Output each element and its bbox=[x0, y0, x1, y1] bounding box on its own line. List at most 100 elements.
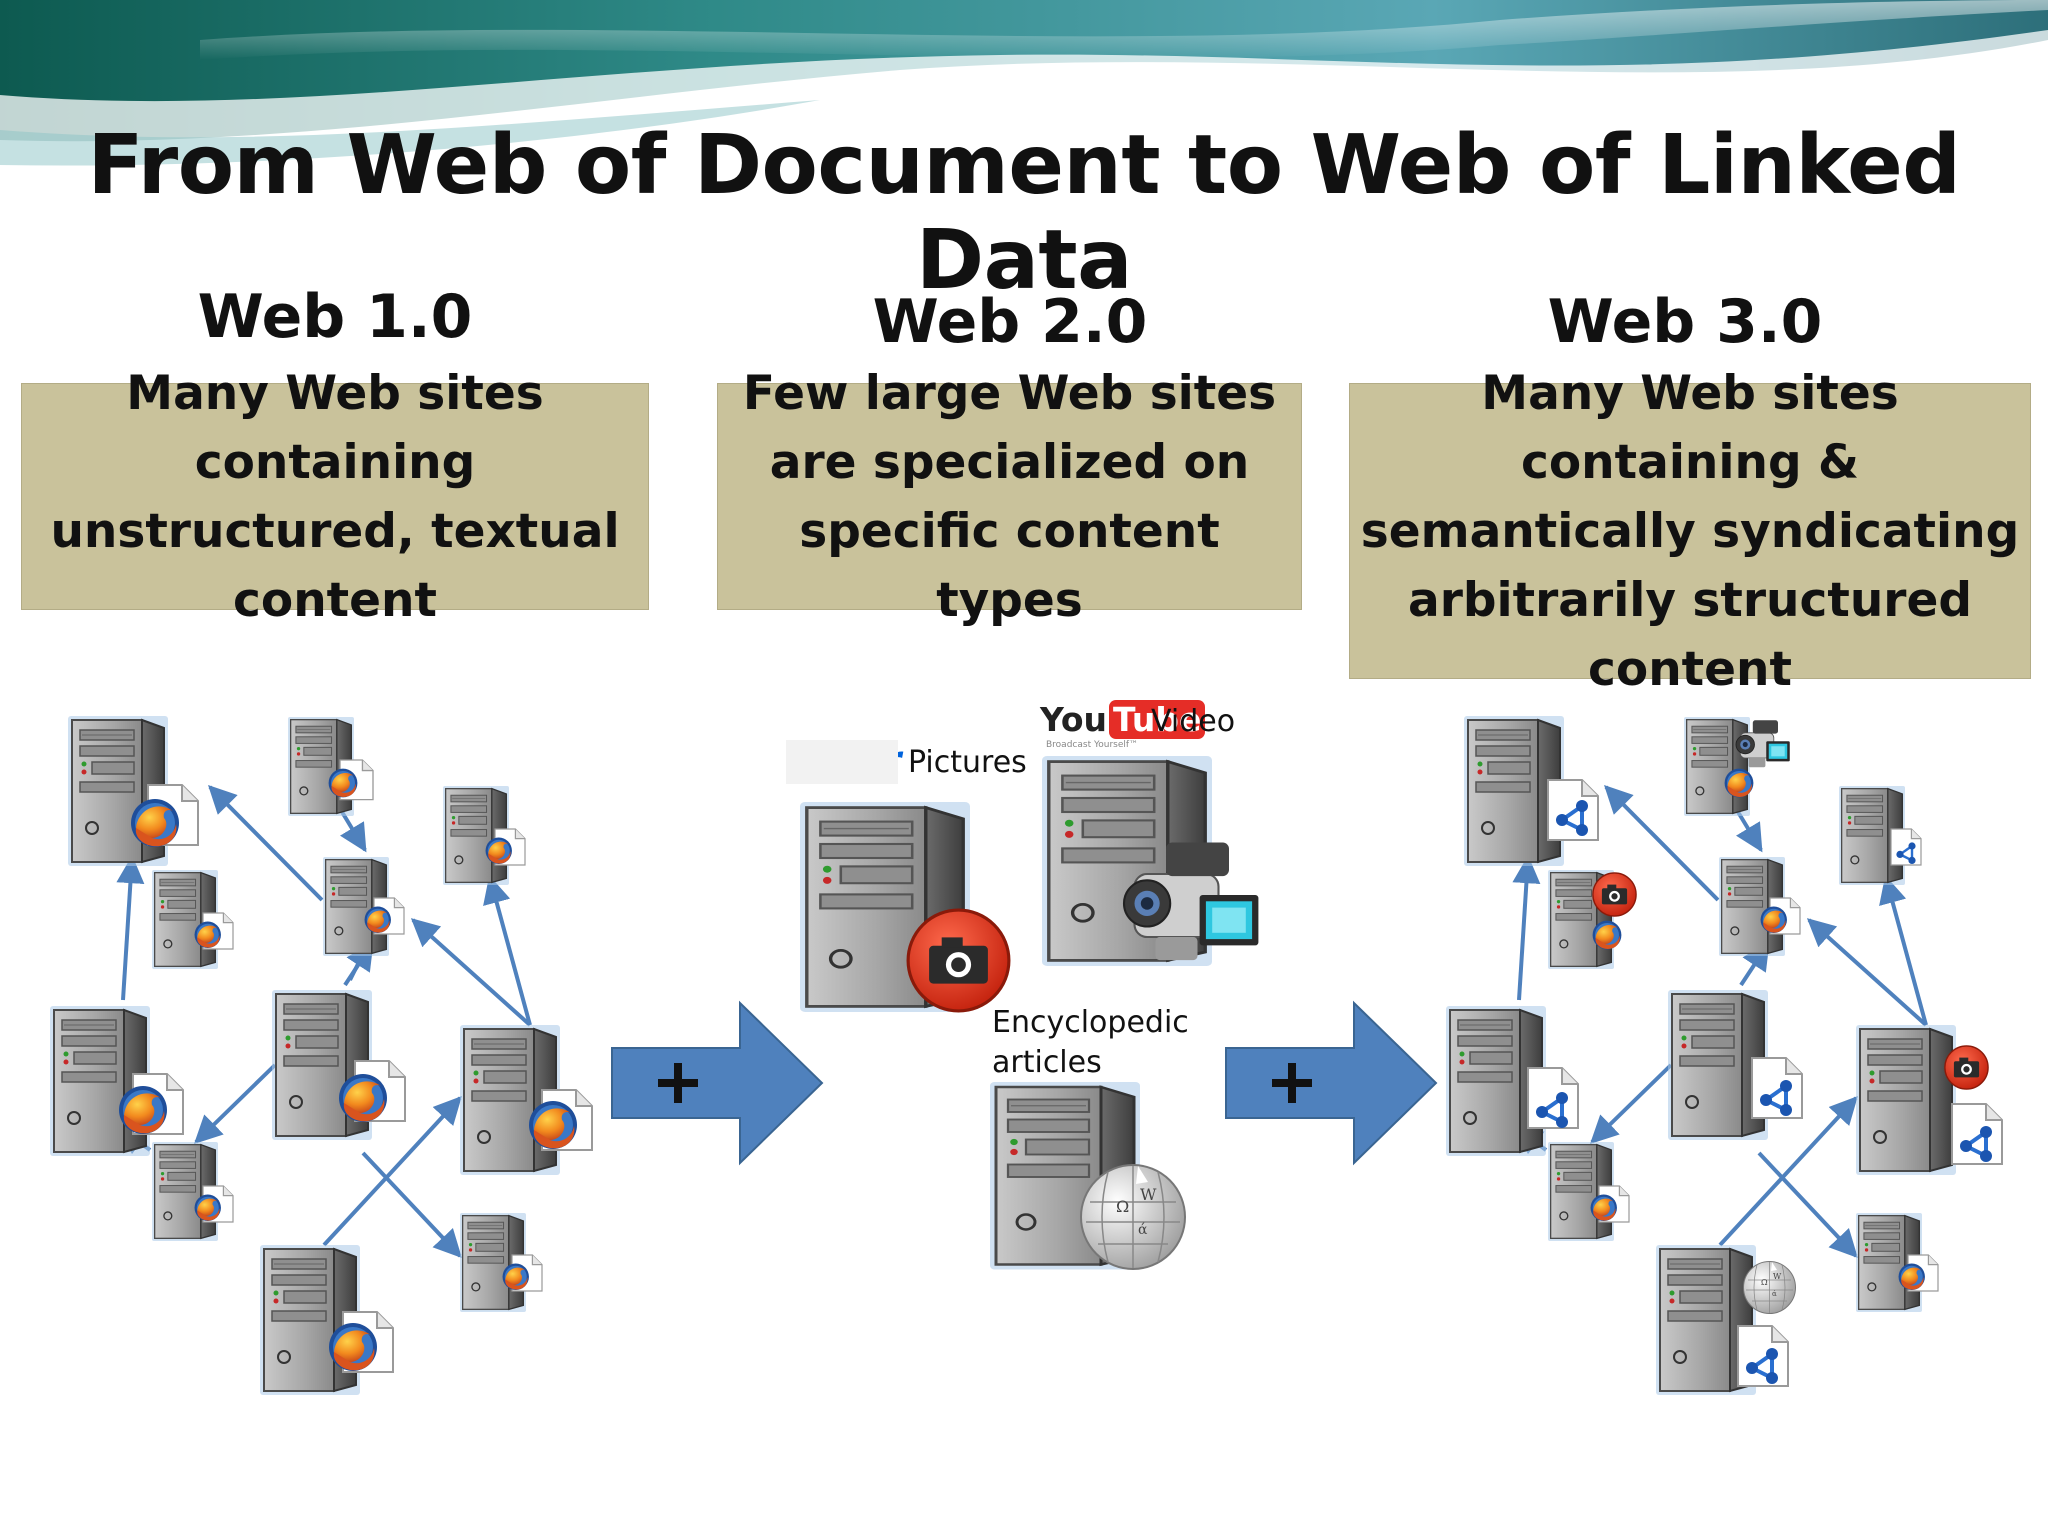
firefox-icon bbox=[339, 1074, 387, 1122]
heading-web-3: Web 3.0 bbox=[1547, 287, 1823, 357]
document-icon bbox=[1547, 779, 1599, 841]
firefox-icon bbox=[119, 1086, 167, 1134]
firefox-icon bbox=[1590, 1194, 1617, 1221]
document-icon bbox=[511, 1254, 543, 1292]
web-2-description-box: Few large Web sites are specialized on s… bbox=[717, 366, 1302, 628]
document-icon bbox=[1737, 1325, 1789, 1387]
pictures-label: Pictures bbox=[908, 745, 1027, 780]
firefox-icon bbox=[364, 906, 391, 933]
camera-icon bbox=[1944, 1045, 1989, 1090]
wikipedia-globe-icon bbox=[1080, 1164, 1186, 1270]
arrow-web1-to-web2 bbox=[611, 1002, 823, 1164]
document-icon bbox=[339, 759, 374, 801]
server-icon bbox=[49, 1005, 151, 1157]
document-icon bbox=[1598, 1185, 1630, 1223]
web-3-links bbox=[1512, 785, 1928, 1259]
rdf-graph-icon bbox=[1554, 798, 1590, 838]
document-icon bbox=[354, 1060, 406, 1122]
firefox-icon bbox=[328, 768, 358, 798]
server-icon bbox=[798, 800, 972, 1014]
firefox-icon bbox=[1592, 920, 1622, 950]
document-icon bbox=[373, 897, 405, 935]
document-icon bbox=[202, 1185, 234, 1223]
youtube-logo-you: You bbox=[1040, 700, 1108, 739]
server-icon bbox=[151, 1141, 219, 1242]
rdf-graph-icon bbox=[1744, 1346, 1780, 1386]
firefox-icon bbox=[1724, 768, 1754, 798]
firefox-icon bbox=[485, 837, 512, 864]
server-icon bbox=[1683, 716, 1751, 817]
server-icon bbox=[459, 1212, 527, 1313]
document-icon bbox=[1951, 1103, 2003, 1165]
document-icon bbox=[202, 912, 234, 950]
server-icon bbox=[1463, 715, 1565, 867]
video-label: Video bbox=[1151, 704, 1236, 739]
web-2-description: Few large Web sites are specialized on s… bbox=[742, 365, 1277, 628]
document-icon bbox=[1890, 828, 1922, 866]
server-icon bbox=[151, 869, 219, 970]
server-icon bbox=[271, 989, 373, 1141]
rdf-graph-icon bbox=[1758, 1078, 1794, 1118]
web-1-description: Many Web sites containing unstructured, … bbox=[50, 365, 620, 628]
heading-web-2: Web 2.0 bbox=[872, 287, 1148, 357]
document-icon bbox=[147, 784, 199, 846]
server-icon bbox=[322, 856, 390, 957]
web-3-network bbox=[1445, 715, 2003, 1396]
firefox-icon bbox=[194, 921, 221, 948]
server-icon bbox=[1547, 1141, 1615, 1242]
server-icon bbox=[1838, 785, 1906, 886]
document-icon bbox=[494, 828, 526, 866]
firefox-icon bbox=[329, 1323, 377, 1371]
document-icon bbox=[1907, 1254, 1939, 1292]
flickr-logo-text: flickr bbox=[786, 738, 902, 784]
server-icon bbox=[1445, 1005, 1547, 1157]
document-icon bbox=[342, 1311, 394, 1373]
firefox-icon bbox=[131, 799, 179, 847]
server-icon bbox=[1855, 1024, 1957, 1176]
youtube-tagline: Broadcast Yourself™ bbox=[1046, 740, 1139, 750]
heading-web-1: Web 1.0 bbox=[197, 282, 473, 352]
arrow-web2-to-web3 bbox=[1225, 1002, 1437, 1164]
firefox-icon bbox=[529, 1101, 577, 1149]
web-1-description-box: Many Web sites containing unstructured, … bbox=[21, 366, 649, 628]
document-icon bbox=[132, 1073, 184, 1135]
camera-icon bbox=[1592, 872, 1637, 917]
rdf-graph-icon bbox=[1895, 841, 1917, 866]
server-icon bbox=[442, 785, 510, 886]
rdf-graph-icon bbox=[1958, 1124, 1994, 1164]
video-camera-icon bbox=[1122, 841, 1260, 962]
document-icon bbox=[541, 1089, 593, 1151]
server-icon bbox=[287, 716, 355, 817]
wikipedia-globe-icon bbox=[1743, 1261, 1796, 1314]
firefox-icon bbox=[1760, 906, 1787, 933]
server-icon bbox=[67, 715, 169, 867]
server-icon bbox=[259, 1244, 361, 1396]
server-icon bbox=[988, 1080, 1142, 1271]
firefox-icon bbox=[502, 1263, 529, 1290]
document-icon bbox=[1769, 897, 1801, 935]
server-icon bbox=[459, 1024, 561, 1176]
server-icon bbox=[1718, 856, 1786, 957]
document-icon bbox=[1751, 1057, 1803, 1119]
header-swoosh-banner bbox=[0, 0, 2048, 166]
web-1-network bbox=[49, 715, 593, 1396]
server-icon bbox=[1040, 754, 1214, 968]
encyclopedic-articles-label: Encyclopedic articles bbox=[992, 1005, 1189, 1080]
slide-title: From Web of Document to Web of Linked Da… bbox=[87, 118, 1961, 308]
server-icon bbox=[1667, 989, 1769, 1141]
web-3-description: Many Web sites containing & semantically… bbox=[1360, 365, 2020, 697]
firefox-icon bbox=[1898, 1263, 1925, 1290]
server-icon bbox=[1855, 1212, 1923, 1313]
web-1-links bbox=[116, 785, 532, 1259]
rdf-graph-icon bbox=[1534, 1090, 1570, 1130]
web-3-description-box: Many Web sites containing & semantically… bbox=[1349, 366, 2031, 697]
firefox-icon bbox=[194, 1194, 221, 1221]
camera-icon bbox=[906, 908, 1011, 1013]
document-icon bbox=[1527, 1067, 1579, 1129]
server-icon bbox=[1547, 869, 1615, 970]
flickr-logo: flickr bbox=[786, 738, 901, 784]
video-camera-icon bbox=[1735, 719, 1791, 768]
youtube-logo-tube: Tube bbox=[1109, 700, 1206, 739]
server-icon bbox=[1655, 1244, 1757, 1396]
